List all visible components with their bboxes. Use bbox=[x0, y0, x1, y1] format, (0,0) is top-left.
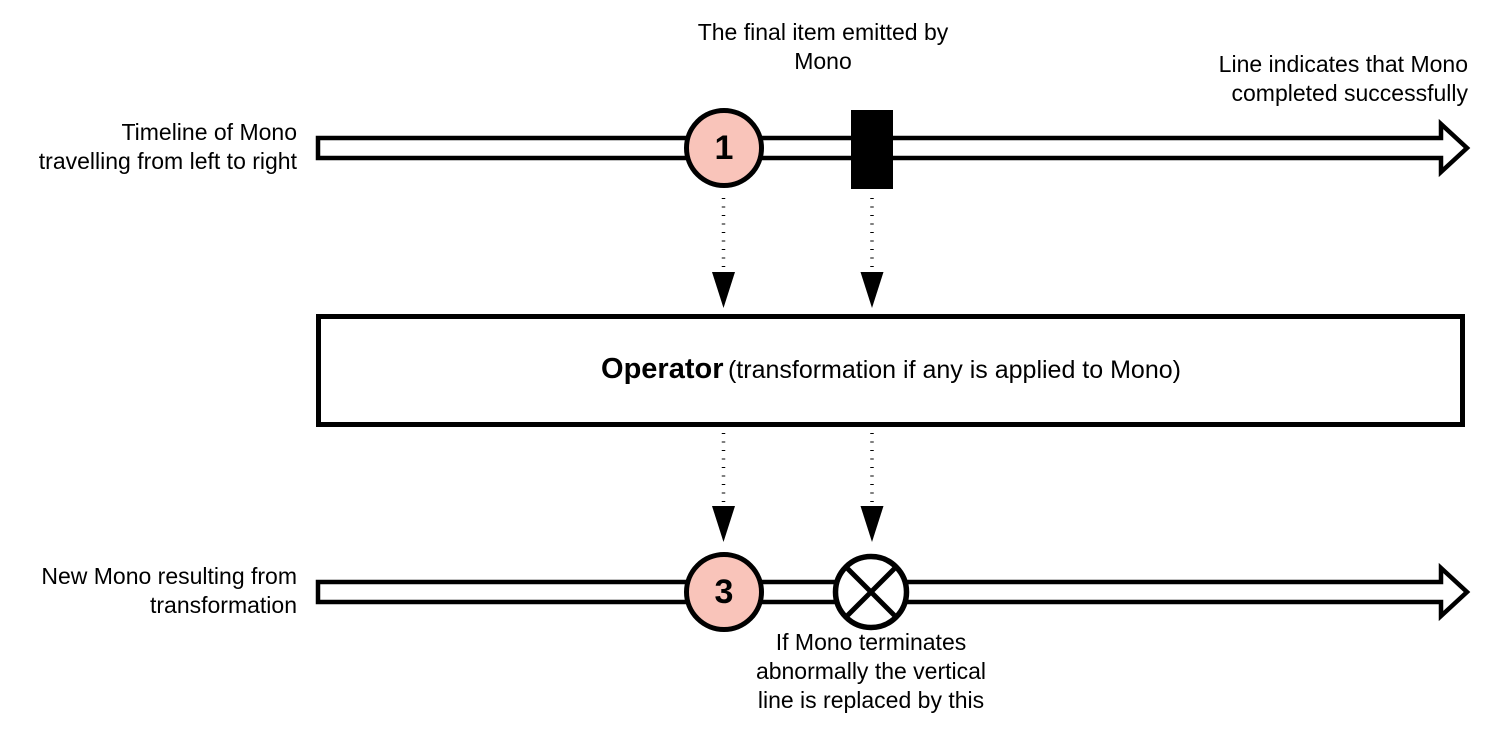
operator-box bbox=[316, 314, 1465, 427]
dotted-arrow-operator-to-error bbox=[860, 433, 884, 542]
source-item-value: 1 bbox=[714, 129, 734, 167]
complete-marker-icon bbox=[851, 110, 893, 189]
source-item-marble bbox=[684, 108, 764, 188]
dotted-arrow-item-to-operator bbox=[712, 198, 735, 308]
dotted-arrow-complete-to-operator bbox=[860, 198, 884, 308]
error-annotation: If Mono terminates abnormally the vertic… bbox=[755, 629, 987, 713]
error-marker-icon bbox=[832, 553, 910, 631]
operator-label: Operator (transformation if any is appli… bbox=[318, 350, 1464, 393]
operator-subtitle: (transformation if any is applied to Mon… bbox=[727, 356, 1181, 384]
final-item-annotation: The final item emitted by Mono bbox=[697, 19, 949, 74]
dotted-arrow-operator-to-item bbox=[712, 433, 735, 542]
source-timeline-label: Timeline of Mono travelling from left to… bbox=[38, 119, 297, 174]
operator-title: Operator bbox=[601, 353, 724, 385]
result-item-value: 3 bbox=[714, 573, 734, 611]
result-timeline-label: New Mono resulting from transformation bbox=[41, 563, 297, 618]
result-item-marble bbox=[684, 552, 764, 632]
completed-annotation: Line indicates that Mono completed succe… bbox=[1218, 51, 1468, 106]
